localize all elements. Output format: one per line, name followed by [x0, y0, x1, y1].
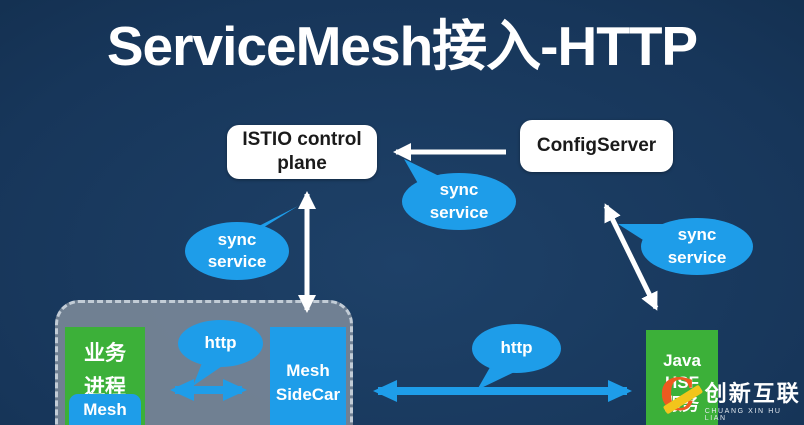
- sync-service-bubble-right: sync service: [641, 218, 753, 275]
- watermark: C 创新互联 CHUANG XIN HU LIAN: [660, 370, 804, 423]
- sync-middle-line2: service: [429, 202, 489, 222]
- watermark-text: 创新互联 CHUANG XIN HU LIAN: [704, 381, 804, 423]
- watermark-logo-icon: C: [660, 370, 704, 421]
- istio-label-line2: plane: [277, 153, 327, 174]
- mesh-sidecar-line2: SideCar: [275, 384, 341, 404]
- sync-right-line1: sync: [677, 225, 717, 245]
- java-hsf-line2: HSF: [665, 373, 699, 393]
- http-bubble-right: http: [472, 324, 561, 373]
- sync-service-bubble-left: sync service: [185, 222, 289, 280]
- watermark-name: 创新互联: [704, 381, 801, 406]
- mesh-client-line2: client: [83, 421, 127, 425]
- config-server-node: ConfigServer: [520, 120, 673, 172]
- business-process-line2: 进程: [84, 375, 126, 399]
- config-server-label: ConfigServer: [536, 135, 657, 157]
- java-hsf-line1: Java: [663, 351, 701, 370]
- mesh-client-line1: Mesh: [83, 400, 127, 419]
- mesh-client-node: Mesh client: [69, 394, 141, 425]
- business-process-line1: 业务: [84, 342, 126, 365]
- sync-service-bubble-middle: sync service: [402, 173, 516, 230]
- http-bubble-left: http: [178, 320, 263, 367]
- sync-middle-line1: sync: [439, 180, 479, 200]
- sync-left-line1: sync: [217, 229, 257, 249]
- istio-control-plane-node: ISTIO control plane: [227, 125, 377, 179]
- http-left-label: http: [204, 333, 237, 353]
- http-right-label: http: [500, 338, 533, 358]
- slide-title: ServiceMesh接入-HTTP: [106, 15, 698, 77]
- mesh-sidecar-node: Mesh SideCar: [270, 327, 346, 425]
- sync-left-line2: service: [207, 252, 267, 271]
- mesh-sidecar-line1: Mesh: [286, 361, 330, 380]
- watermark-subtext: CHUANG XIN HU LIAN: [704, 408, 782, 422]
- sync-right-line2: service: [667, 247, 727, 267]
- istio-label-line1: ISTIO control: [242, 129, 362, 151]
